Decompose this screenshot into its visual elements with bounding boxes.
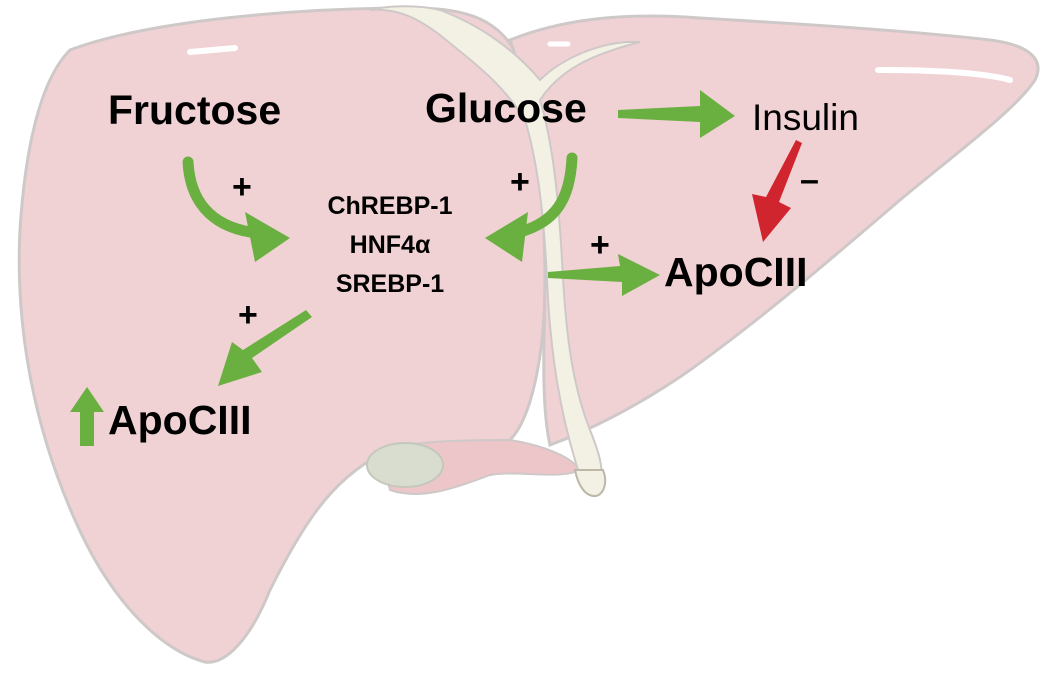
arrow-factors-to-apociii-left xyxy=(218,310,312,386)
sign-insulin-to-apociii: – xyxy=(800,161,819,199)
factor-chrebp1: ChREBP-1 xyxy=(327,192,453,220)
arrow-fructose-to-factors xyxy=(182,156,290,262)
sign-factors-to-apociii-left: + xyxy=(238,296,258,334)
highlight-1 xyxy=(187,45,238,55)
ligament-tip xyxy=(573,469,607,498)
insulin-label: Insulin xyxy=(752,97,859,138)
fructose-label: Fructose xyxy=(108,87,282,133)
apociii-left-label: ApoCIII xyxy=(108,397,252,443)
gallbladder xyxy=(366,442,444,488)
sign-fructose-to-factors: + xyxy=(232,168,252,206)
arrow-to-apociii-right xyxy=(548,254,660,296)
apociii-right-label: ApoCIII xyxy=(664,249,808,295)
arrow-glucose-to-insulin xyxy=(618,90,735,138)
falciform-ligament xyxy=(369,5,641,488)
up-arrow-icon xyxy=(70,387,104,446)
sign-glucose-to-factors: + xyxy=(510,163,530,201)
arrow-insulin-to-apociii xyxy=(752,140,802,242)
sign-to-apociii-right: + xyxy=(590,226,610,264)
factor-srebp1: SREBP-1 xyxy=(335,270,445,298)
highlight-2 xyxy=(875,67,1013,83)
glucose-label: Glucose xyxy=(425,85,587,131)
factor-hnf4a: HNF4α xyxy=(349,231,431,259)
liver-right-lobe xyxy=(508,14,1040,448)
arrow-glucose-to-factors xyxy=(485,152,578,262)
